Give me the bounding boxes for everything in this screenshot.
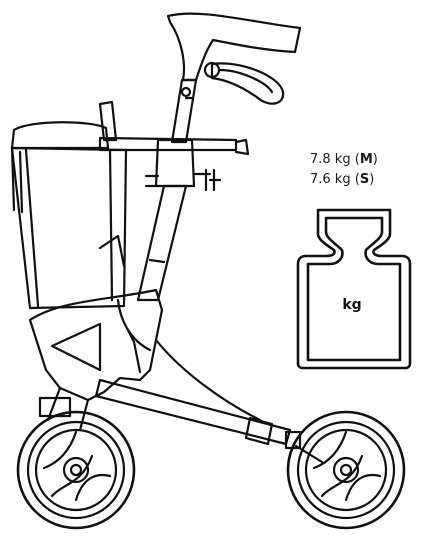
weight-value-m: 7.8 kg (310, 152, 351, 167)
weight-size-s: 7.6 kg (S) (310, 172, 375, 187)
size-letter-s: S (359, 172, 370, 187)
crossbar (98, 136, 238, 152)
frame-upright (170, 78, 198, 144)
weight-size-m: 7.8 kg (M) (310, 152, 378, 167)
handle-grip (166, 12, 302, 82)
basket (10, 146, 128, 310)
weight-kg-icon (296, 208, 412, 370)
seat-cushion (10, 121, 110, 150)
front-wheel (286, 410, 406, 530)
height-clamp (154, 138, 196, 188)
frame-diagonal (94, 378, 292, 446)
frame-body (28, 288, 164, 402)
weight-icon-label: kg (342, 297, 362, 313)
brake-lever (210, 62, 285, 105)
weight-value-s: 7.6 kg (310, 172, 351, 187)
size-letter-m: M (359, 152, 373, 167)
rear-wheel (16, 410, 136, 530)
